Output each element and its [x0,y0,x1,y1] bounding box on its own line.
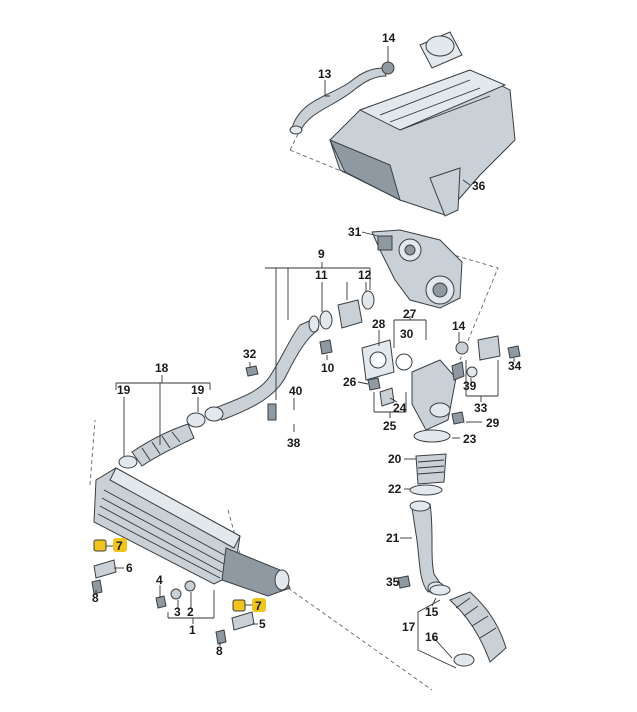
callout-2: 2 [187,605,194,619]
callout-11: 11 [315,268,328,282]
callout-4: 4 [156,573,163,587]
callout-34: 34 [508,359,522,373]
callout-12: 12 [358,268,372,282]
callout-19-left: 19 [117,383,131,397]
callout-38: 38 [287,436,301,450]
air-duct-hose [118,412,206,469]
callout-29: 29 [486,416,500,430]
callout-18: 18 [155,361,169,375]
turbocharger [371,229,463,309]
callout-30: 30 [400,327,414,341]
callout-32: 32 [243,347,257,361]
callout-26: 26 [343,375,357,389]
callout-25: 25 [383,419,397,433]
air-filter-housing [328,31,516,217]
callout-5: 5 [259,617,266,631]
callout-13: 13 [318,67,332,81]
pipe-seal-parts [319,290,375,330]
callout-16: 16 [425,630,439,644]
pressure-pipe [204,315,320,422]
charge-pipe [397,500,445,595]
callout-24: 24 [393,401,407,415]
callout-10: 10 [321,361,335,375]
callout-39: 39 [463,379,477,393]
brackets-screws [91,559,255,645]
label-7-badge-left [113,538,127,552]
callout-6: 6 [126,561,133,575]
callout-40: 40 [289,384,303,398]
callout-9: 9 [318,247,325,261]
highlighted-nut-7 [93,539,246,612]
callout-3: 3 [174,605,181,619]
callout-17: 17 [402,620,416,634]
callout-8-right: 8 [216,644,223,658]
lower-hose [429,584,507,667]
outlet-elbow [395,353,465,431]
label-7-badge-right [252,598,266,612]
gasket [361,339,395,381]
callout-33: 33 [474,401,488,415]
callout-19-right: 19 [191,383,205,397]
callout-31: 31 [348,225,362,239]
callout-14-top: 14 [382,31,396,45]
bolts-upper [245,339,333,377]
breather-hose [289,61,395,135]
leader-lines [95,46,515,669]
callout-8-left: 8 [92,591,99,605]
callout-35: 35 [386,575,400,589]
callout-1: 1 [189,623,196,637]
callout-23: 23 [463,432,477,446]
intercooler [93,467,291,597]
small-fittings [367,335,521,425]
hose-clamps-20-22-23 [409,429,451,496]
callout-7-left: 7 [116,539,123,553]
callout-36: 36 [472,179,486,193]
callout-28: 28 [372,317,386,331]
callout-21: 21 [386,531,400,545]
callout-14-right: 14 [452,319,466,333]
callout-20: 20 [388,452,402,466]
callout-7-right: 7 [255,599,262,613]
callout-27: 27 [403,307,417,321]
callout-15: 15 [425,605,439,619]
callout-22: 22 [388,482,402,496]
